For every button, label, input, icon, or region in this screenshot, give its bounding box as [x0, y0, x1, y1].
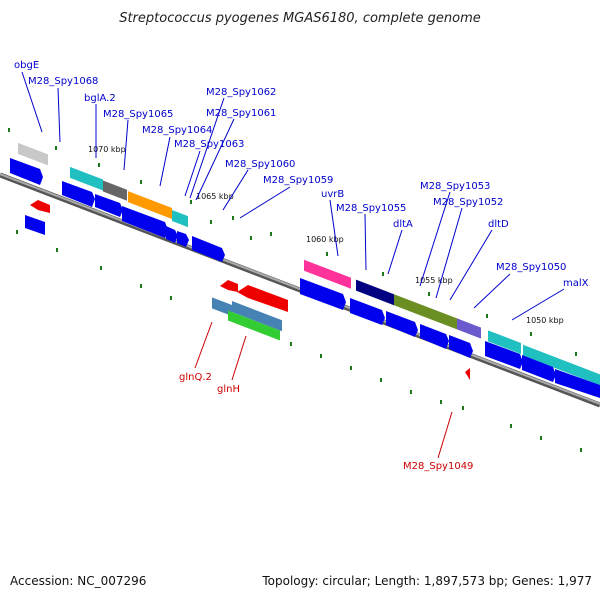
gene-label: M28_Spy1049 [403, 461, 473, 472]
tick-label: 1070 kbp [88, 145, 126, 154]
gene-label: uvrB [321, 189, 344, 200]
gene-label: M28_Spy1059 [263, 175, 333, 186]
gene-label: obgE [14, 60, 39, 71]
accession-text: Accession: NC_007296 [10, 574, 146, 588]
gc-dots [8, 128, 582, 452]
tick-label: 1050 kbp [526, 316, 564, 325]
gene-label: glnH [217, 384, 240, 395]
forward-genes [10, 142, 600, 398]
gene-label: dltA [393, 219, 413, 230]
gene-label: M28_Spy1052 [433, 197, 503, 208]
gene-label: M28_Spy1061 [206, 108, 276, 119]
map-title: Streptococcus pyogenes MGAS6180, complet… [119, 11, 481, 26]
forward-gene-labels: obgE M28_Spy1068 bglA.2 M28_Spy1065 M28_… [14, 60, 589, 321]
gene-label: M28_Spy1064 [142, 125, 212, 136]
gene-label: bglA.2 [84, 93, 116, 104]
gene-label: M28_Spy1062 [206, 87, 276, 98]
gene-label: M28_Spy1060 [225, 159, 295, 170]
gene-label: glnQ.2 [179, 372, 212, 383]
reverse-gene-labels: glnQ.2 glnH M28_Spy1049 [179, 321, 473, 472]
gene-label: M28_Spy1053 [420, 181, 490, 192]
gene-label: M28_Spy1055 [336, 203, 406, 214]
tick-label: 1055 kbp [415, 276, 453, 285]
gene-label: malX [563, 278, 589, 289]
gene-label: M28_Spy1063 [174, 139, 244, 150]
coordinate-ticks: 1070 kbp 1065 kbp 1060 kbp 1055 kbp 1050… [88, 145, 564, 325]
tick-label: 1065 kbp [196, 192, 234, 201]
gene-label: M28_Spy1065 [103, 109, 173, 120]
gene-label: M28_Spy1050 [496, 262, 566, 273]
tick-label: 1060 kbp [306, 235, 344, 244]
gene-label: M28_Spy1068 [28, 76, 98, 87]
reverse-genes [25, 200, 470, 380]
gene-label: dltD [488, 219, 509, 230]
genome-info-text: Topology: circular; Length: 1,897,573 bp… [261, 574, 592, 588]
